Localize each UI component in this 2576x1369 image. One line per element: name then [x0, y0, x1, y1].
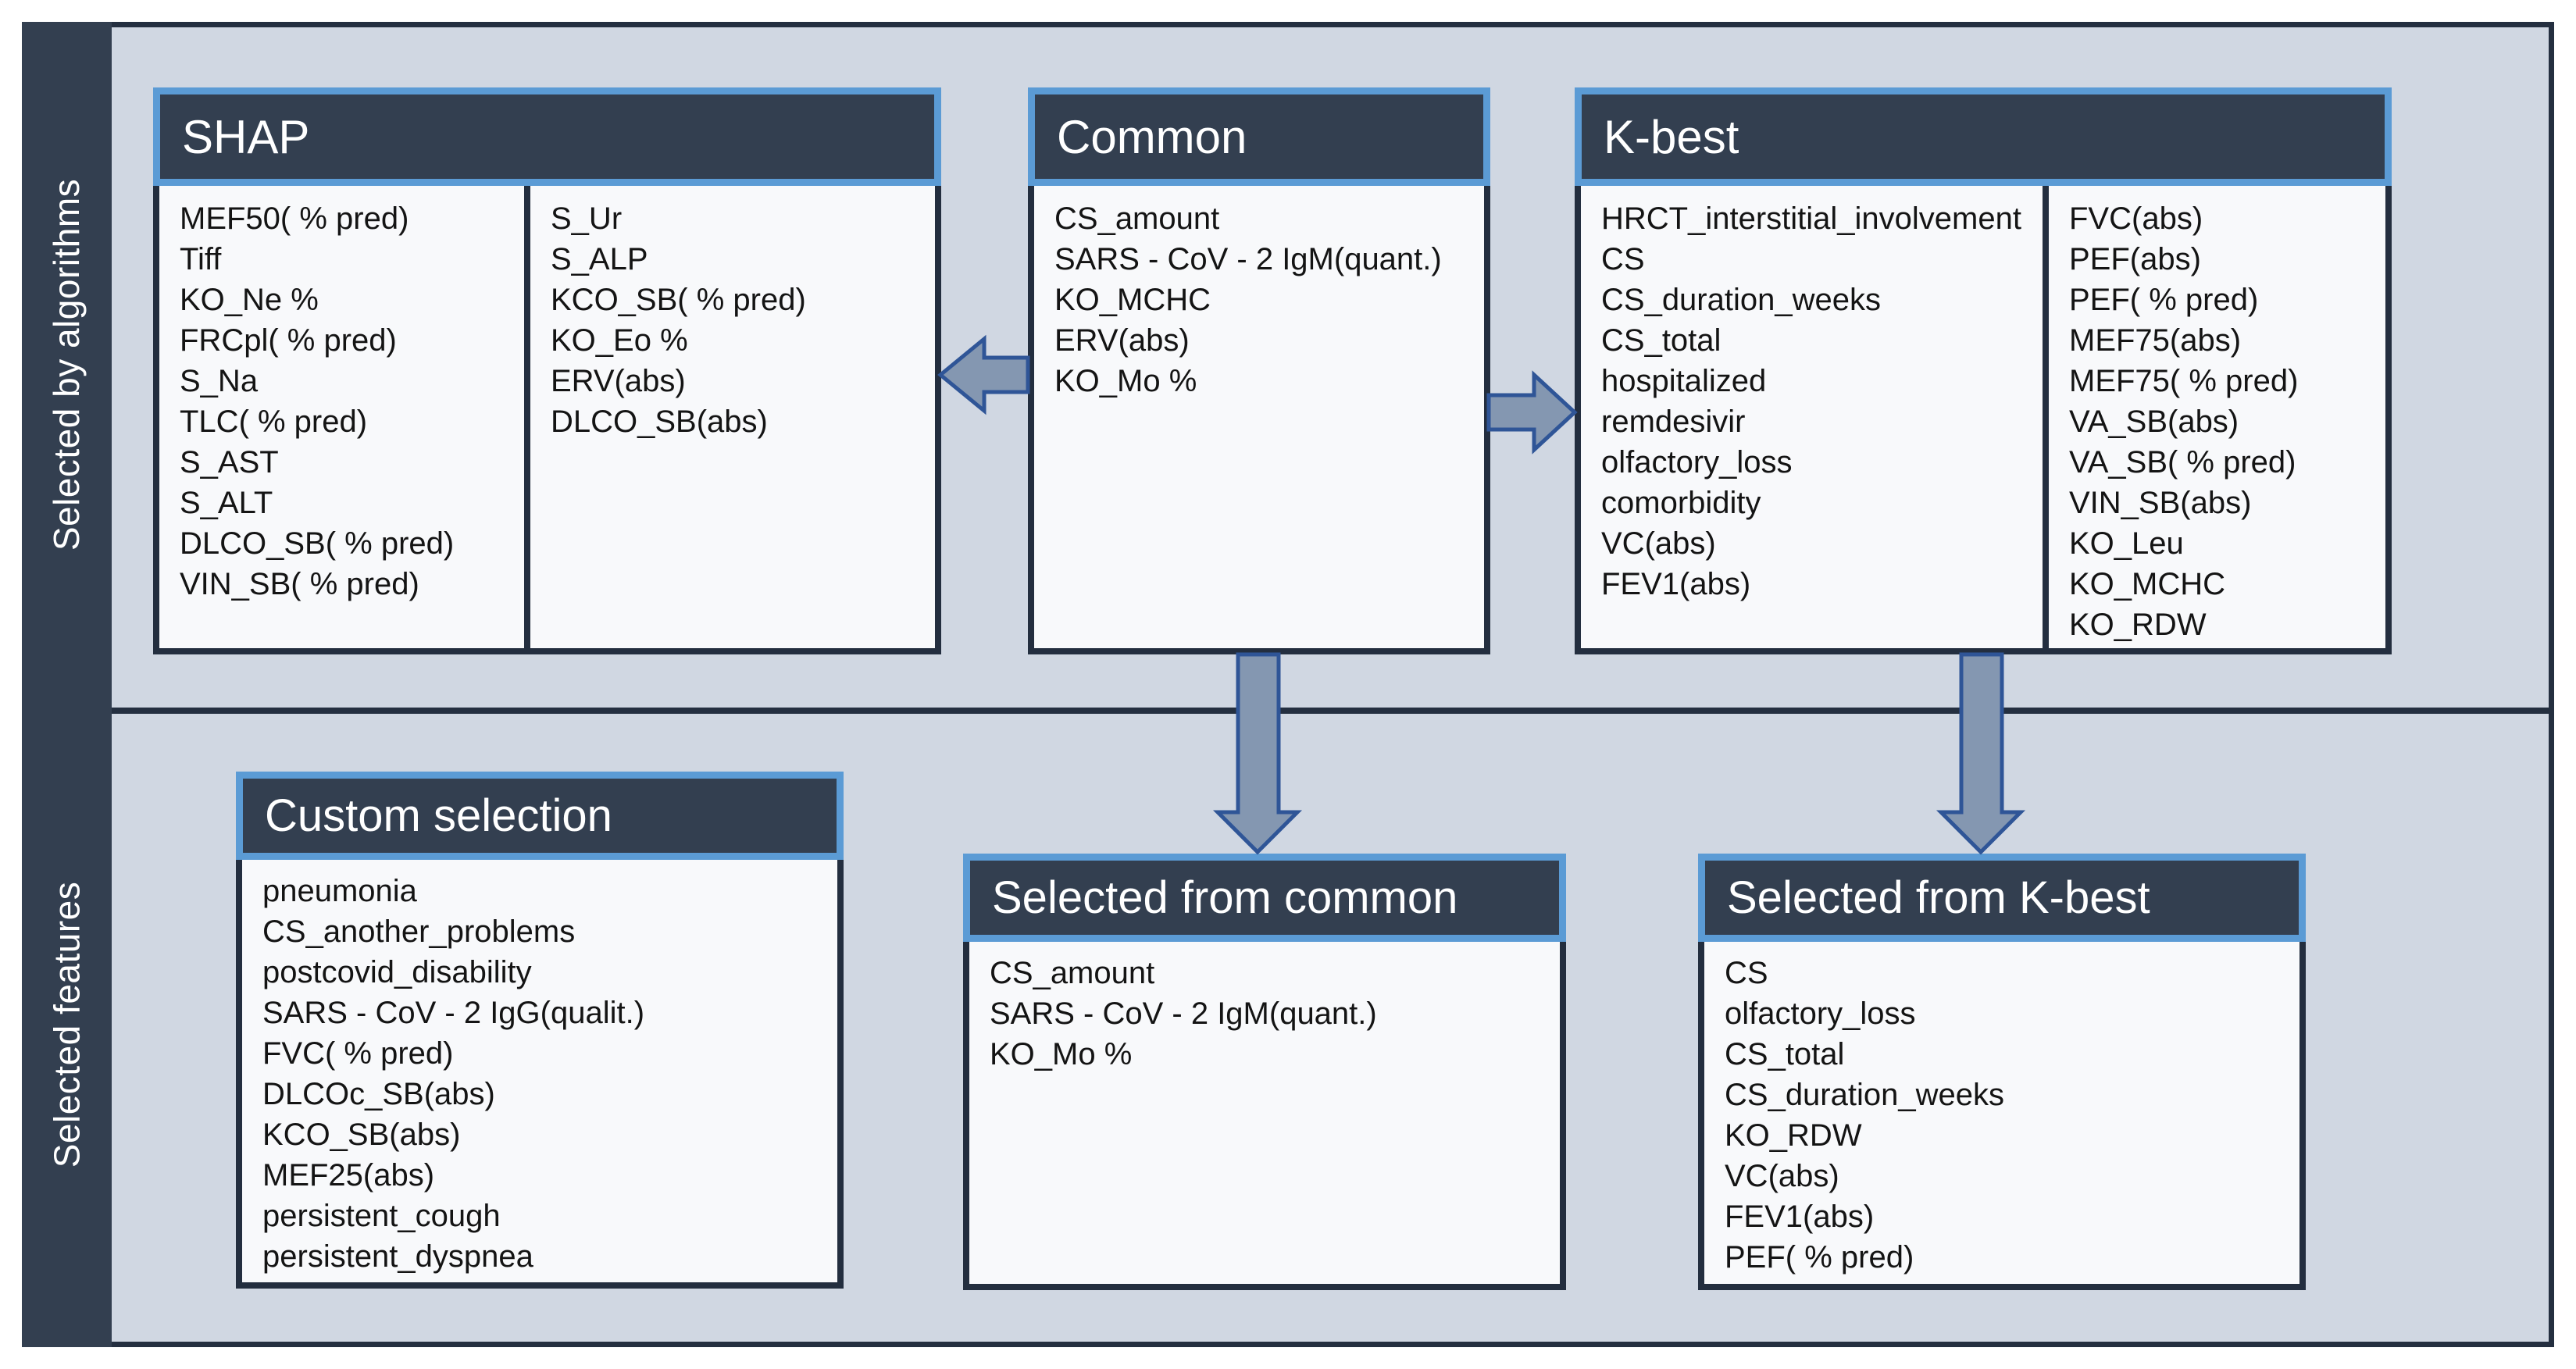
list-item: SARS - CoV - 2 IgM(quant.) [1054, 242, 1442, 276]
list-item: hospitalized [1601, 364, 1767, 398]
list-item: S_ALP [551, 242, 648, 276]
list-item: MEF75( % pred) [2069, 364, 2299, 398]
box-selected-from-common-title: Selected from common [963, 854, 1566, 942]
list-item: CS_total [1601, 323, 1721, 358]
list-item: KCO_SB( % pred) [551, 283, 806, 317]
box-kbest-title: K-best [1575, 87, 2392, 186]
list-item: CS_duration_weeks [1725, 1078, 2004, 1112]
list-item: FEV1(abs) [1601, 567, 1751, 601]
list-item: SARS - CoV - 2 IgG(qualit.) [262, 996, 645, 1030]
row-header-sidebar: Selected by algorithms Selected features [22, 22, 112, 1347]
arrow-kbest-to-selected-kbest-icon [1936, 652, 2026, 855]
list-item: VIN_SB(abs) [2069, 486, 2252, 520]
list-item: FEV1(abs) [1725, 1200, 1875, 1234]
list-item: KO_Ne % [180, 283, 319, 317]
list-item: olfactory_loss [1725, 996, 1916, 1031]
list-item: S_Ur [551, 201, 623, 236]
list-item: S_ALT [180, 486, 273, 520]
list-item: DLCOc_SB(abs) [262, 1077, 495, 1111]
list-item: MEF75(abs) [2069, 323, 2242, 358]
list-item: KO_RDW [2069, 608, 2207, 642]
list-item: CS [1601, 242, 1645, 276]
list-item: VC(abs) [1725, 1159, 1839, 1193]
section-divider-line [22, 708, 2554, 714]
box-selected-from-kbest-title: Selected from K-best [1698, 854, 2306, 942]
list-item: CS [1725, 956, 1768, 990]
list-item: S_Na [180, 364, 259, 398]
row-header-label: Selected features [46, 881, 87, 1168]
box-custom-selection-title: Custom selection [236, 772, 844, 860]
row-header-label: Selected by algorithms [46, 178, 87, 551]
list-item: comorbidity [1601, 486, 1761, 520]
arrow-common-to-shap-icon [937, 334, 1030, 415]
row-header-selected-by-algorithms: Selected by algorithms [22, 22, 112, 708]
list-item: DLCO_SB( % pred) [180, 526, 455, 561]
list-item: ERV(abs) [551, 364, 686, 398]
list-item: pneumonia [262, 874, 417, 908]
list-item: CS_amount [990, 956, 1155, 990]
list-item: KO_MCHC [1054, 283, 1211, 317]
list-item: CS_duration_weeks [1601, 283, 1881, 317]
list-item: FVC(abs) [2069, 201, 2203, 236]
list-item: postcovid_disability [262, 955, 532, 989]
list-item: MEF25(abs) [262, 1158, 435, 1193]
list-item: remdesivir [1601, 405, 1746, 439]
list-item: CS_amount [1054, 201, 1220, 236]
row-header-selected-features: Selected features [22, 708, 112, 1341]
list-item: MEF50( % pred) [180, 201, 409, 236]
list-item: FRCpl( % pred) [180, 323, 397, 358]
list-item: DLCO_SB(abs) [551, 405, 768, 439]
box-shap-title: SHAP [153, 87, 941, 186]
list-item: VA_SB(abs) [2069, 405, 2239, 439]
list-item: olfactory_loss [1601, 445, 1793, 480]
list-item: KO_MCHC [2069, 567, 2226, 601]
arrow-common-to-kbest-icon [1486, 370, 1578, 455]
list-item: HRCT_interstitial_involvement [1601, 201, 2021, 236]
list-item: persistent_cough [262, 1199, 501, 1233]
list-item: persistent_dyspnea [262, 1239, 533, 1274]
list-item: CS_total [1725, 1037, 1845, 1071]
arrow-common-to-selected-common-icon [1212, 652, 1303, 855]
list-item: VIN_SB( % pred) [180, 567, 419, 601]
box-kbest-column-2: FVC(abs) PEF(abs) PEF( % pred) MEF75(abs) ME… [2043, 186, 2385, 648]
list-item: FVC( % pred) [262, 1036, 454, 1071]
list-item: KO_Mo % [1054, 364, 1197, 398]
list-item: VC(abs) [1601, 526, 1716, 561]
list-item: ERV(abs) [1054, 323, 1190, 358]
list-item: KO_Leu [2069, 526, 2184, 561]
list-item: KCO_SB(abs) [262, 1118, 461, 1152]
list-item: KO_Eo % [551, 323, 688, 358]
list-item: PEF(abs) [2069, 242, 2201, 276]
list-item: VA_SB( % pred) [2069, 445, 2296, 480]
list-item: CS_another_problems [262, 914, 576, 949]
list-item: TLC( % pred) [180, 405, 368, 439]
list-item: PEF( % pred) [2069, 283, 2259, 317]
list-item: S_AST [180, 445, 279, 480]
list-item: Tiff [180, 242, 222, 276]
list-item: KO_RDW [1725, 1118, 1862, 1153]
list-item: SARS - CoV - 2 IgM(quant.) [990, 996, 1377, 1031]
box-common-title: Common [1028, 87, 1490, 186]
list-item: PEF( % pred) [1725, 1240, 1914, 1275]
list-item: KO_Mo % [990, 1037, 1133, 1071]
